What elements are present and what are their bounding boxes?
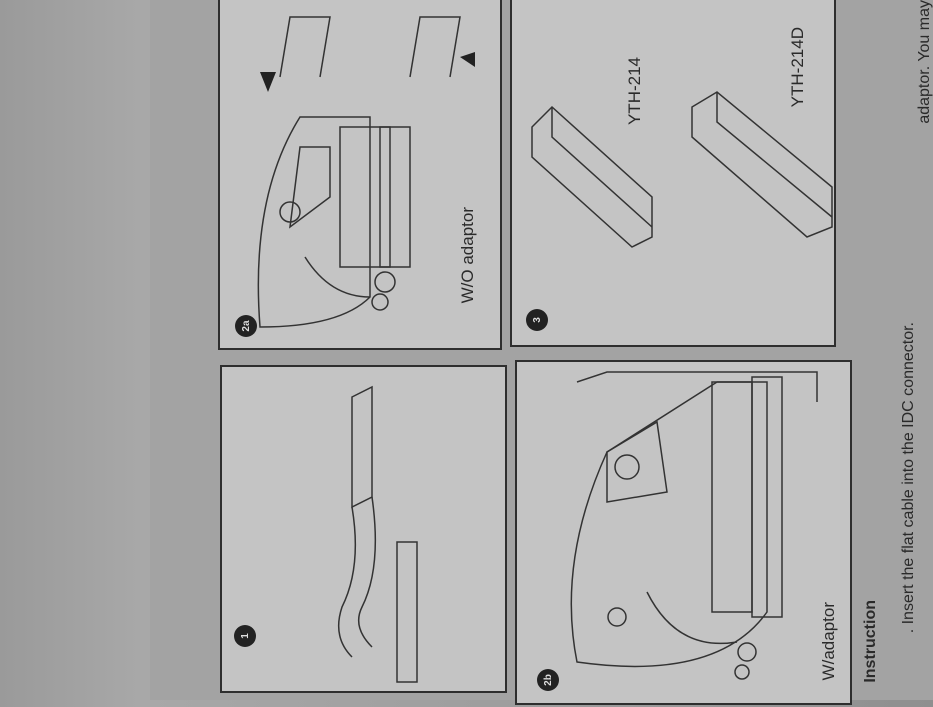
instruction-step-1: . Insert the flat cable into the IDC con…: [900, 322, 917, 634]
label-yth-214: YTH-214: [625, 57, 644, 126]
instruction-step-2-fragment: adaptor. You may: [916, 0, 933, 124]
flat-cable-illustration: [337, 385, 418, 683]
caption-with-adaptor: W/adaptor: [819, 602, 838, 681]
panel-step-3: 3 YTH-214 YTH-214D: [510, 0, 836, 347]
caption-without-adaptor: W/O adaptor: [458, 207, 477, 304]
step-badge-1: 1: [234, 625, 256, 647]
panel-step-2a: 2a W/O adaptor: [218, 0, 502, 350]
step-badge-2a: 2a: [235, 315, 257, 337]
label-yth-214d: YTH-214D: [788, 27, 807, 108]
crimper-with-adaptor-illustration: [570, 371, 818, 680]
instruction-heading: Instruction: [862, 600, 879, 683]
step-badge-3: 3: [526, 309, 548, 331]
adaptor-illustrations: [531, 91, 833, 248]
crimper-without-adaptor-illustration: [257, 16, 475, 328]
panel-step-2b: 2b W/adaptor: [515, 360, 852, 705]
panel-step-1: 1: [220, 365, 507, 693]
step-badge-2b: 2b: [537, 669, 559, 691]
